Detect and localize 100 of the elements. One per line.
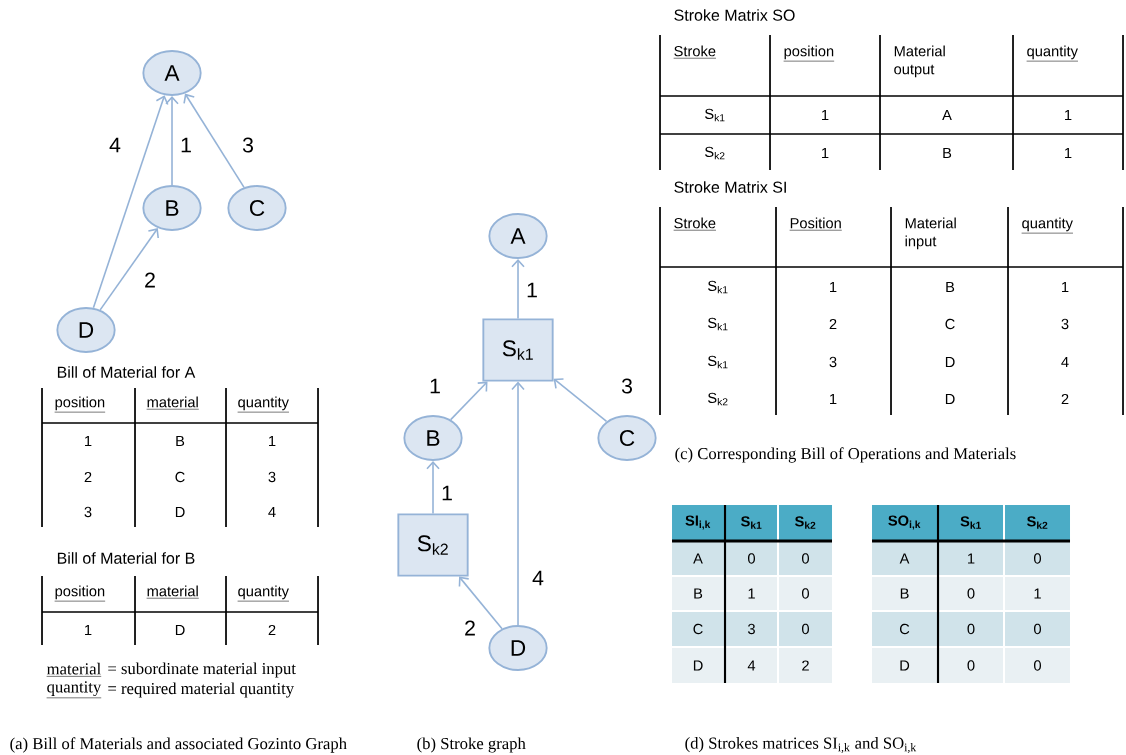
arrow	[426, 460, 440, 515]
ellipse-node: D	[488, 625, 548, 671]
table-cell: 0	[939, 648, 1003, 683]
note-text: = subordinate material input	[108, 662, 296, 678]
table-value: D	[945, 393, 955, 405]
edge-label: 1	[430, 378, 440, 394]
arrow	[92, 95, 169, 309]
ellipse-node: B	[142, 185, 202, 231]
table-value: C	[945, 318, 955, 330]
caption: (c) Corresponding Bill of Operations and Materials	[675, 447, 1016, 463]
table-cell: 0	[779, 542, 832, 575]
table-cell: C	[672, 612, 724, 646]
ellipse-node: C	[597, 415, 657, 461]
edge-label: 4	[109, 137, 121, 153]
edge-label: 1	[527, 282, 537, 298]
arrow	[183, 93, 245, 189]
edge-label: 2	[465, 620, 475, 636]
ellipse-node: A	[488, 213, 548, 259]
table-value: 3	[829, 356, 837, 368]
table-value: C	[175, 471, 185, 483]
table-header: position	[783, 45, 835, 62]
table-value: S$_{k1}$	[708, 317, 728, 331]
edge-label: 3	[621, 378, 632, 394]
note-text: = required material quantity	[108, 682, 295, 698]
table-value: 1	[830, 281, 837, 293]
table-cell: D	[872, 648, 937, 683]
table-header: position	[54, 396, 106, 413]
table-cell: 0	[939, 577, 1003, 610]
table-value: B	[176, 435, 185, 447]
arrow	[458, 576, 503, 630]
arrow	[553, 378, 608, 423]
table-header: material	[146, 585, 200, 599]
edge-label: 1	[442, 485, 452, 501]
table-value: 1	[1065, 147, 1072, 159]
arrow	[165, 95, 179, 186]
table-header: position	[54, 585, 106, 602]
table-cell: D	[672, 648, 724, 683]
arrow	[511, 258, 525, 320]
table-cell: 0	[779, 577, 832, 610]
table-value: 1	[822, 147, 829, 159]
table-value: 1	[1065, 109, 1072, 121]
table-value: D	[945, 356, 955, 368]
table-cell: 1	[726, 577, 777, 610]
table-value: 4	[268, 506, 276, 518]
table-value: 2	[829, 318, 837, 330]
table-header: Material input	[905, 217, 956, 250]
table-header: Material output	[894, 45, 945, 78]
table-cell: 4	[726, 648, 777, 683]
caption: (d) Strokes matrices SI$_{i,k}$ and SO$_{i,k}$	[685, 737, 917, 753]
table-header-cell: S$_{k2}$	[1005, 505, 1070, 540]
table-value: 1	[830, 393, 837, 405]
table-value: S$_{k1}$	[705, 108, 725, 122]
table-value: 1	[85, 435, 92, 447]
caption: (b) Stroke graph	[417, 737, 526, 753]
table-value: S$_{k2}$	[705, 146, 725, 160]
table-header-cell: S$_{k1}$	[939, 505, 1003, 540]
table-title: Stroke Matrix SO	[674, 9, 795, 21]
table-cell: 0	[779, 612, 832, 646]
table-header: quantity	[237, 585, 290, 602]
table-value: S$_{k1}$	[708, 355, 728, 369]
table-header: quantity	[1026, 45, 1079, 62]
stroke-box: S$_{k2}$	[397, 513, 469, 577]
ellipse-node: D	[56, 307, 116, 353]
table-value: A	[942, 109, 952, 121]
table-header-cell: SI$_{i,k}$	[672, 505, 724, 540]
table-value: 2	[1061, 393, 1069, 405]
arrow	[511, 381, 525, 626]
table-value: 1	[85, 624, 92, 636]
table-value: 3	[1061, 318, 1069, 330]
table-cell: 0	[1005, 612, 1070, 646]
table-cell: 0	[1005, 648, 1070, 683]
edge-label: 4	[532, 570, 544, 586]
table-value: 1	[822, 109, 829, 121]
table-header-cell: S$_{k1}$	[726, 505, 777, 540]
table-value: D	[175, 506, 185, 518]
table-value: 2	[84, 471, 92, 483]
stroke-box: S$_{k1}$	[482, 318, 554, 382]
table-cell: 0	[1005, 542, 1070, 575]
ellipse-node: B	[403, 415, 463, 461]
note-term: quantity	[46, 681, 102, 699]
table-title: Bill of Material for B	[57, 552, 195, 564]
table-cell: A	[872, 542, 937, 575]
table-header: Position	[789, 217, 843, 231]
table-cell: 0	[726, 542, 777, 575]
table-header: quantity	[237, 396, 290, 413]
edge-label: 1	[181, 137, 191, 153]
arrow	[449, 381, 488, 421]
table-value: 1	[1062, 281, 1069, 293]
table-cell: B	[872, 577, 937, 610]
table-header-cell: S$_{k2}$	[779, 505, 832, 540]
table-header: Stroke	[673, 45, 717, 59]
table-value: 3	[84, 506, 92, 518]
edge-label: 3	[242, 137, 253, 153]
table-value: S$_{k1}$	[708, 280, 728, 294]
table-value: B	[943, 147, 952, 159]
table-cell: A	[672, 542, 724, 575]
table-header: Stroke	[673, 217, 717, 231]
table-cell: 1	[939, 542, 1003, 575]
table-header: quantity	[1021, 217, 1074, 234]
table-value: 4	[1061, 356, 1069, 368]
